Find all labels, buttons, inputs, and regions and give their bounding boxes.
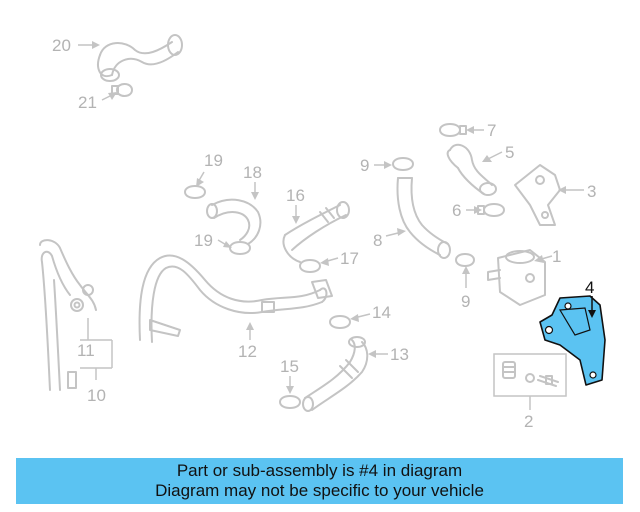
part-3-bracket[interactable] [514, 164, 561, 226]
callout-21: 21 [78, 93, 97, 112]
callout-15: 15 [280, 357, 299, 376]
part-2-fastener-kit[interactable] [493, 353, 567, 397]
callout-20: 20 [52, 36, 71, 55]
callout-9-lower: 9 [461, 292, 470, 311]
part-10-pipe-assembly[interactable] [39, 239, 97, 391]
part-18-hose[interactable] [206, 198, 262, 245]
part-info-banner: Part or sub-assembly is #4 in diagram Di… [16, 458, 623, 504]
banner-line-1: Part or sub-assembly is #4 in diagram [176, 461, 463, 480]
part-15-clamp[interactable] [279, 395, 301, 409]
callout-2: 2 [524, 412, 533, 431]
callout-11: 11 [77, 341, 95, 360]
callout-8: 8 [373, 231, 382, 250]
callout-12: 12 [238, 342, 257, 361]
callout-10: 10 [87, 386, 106, 405]
part-4-bracket[interactable] [539, 295, 606, 386]
part-1-valve[interactable] [487, 249, 546, 306]
callout-13: 13 [390, 345, 409, 364]
part-20-hose[interactable] [97, 34, 183, 82]
banner-line-2: Diagram may not be specific to your vehi… [155, 481, 484, 500]
callout-6: 6 [452, 201, 461, 220]
part-11-sensor[interactable] [70, 298, 84, 312]
part-8-hose[interactable] [396, 177, 451, 259]
part-13-hose[interactable] [302, 336, 369, 412]
callout-16: 16 [286, 186, 305, 205]
part-17-clamp[interactable] [299, 259, 321, 273]
part-7-clamp[interactable] [439, 123, 467, 137]
callout-3: 3 [587, 182, 596, 201]
callout-14: 14 [372, 303, 391, 322]
part-12-pipe[interactable] [138, 254, 333, 343]
part-16-hose[interactable] [282, 201, 350, 263]
callout-9-upper: 9 [360, 156, 369, 175]
callout-1: 1 [552, 247, 561, 266]
part-9-clamp-upper[interactable] [392, 157, 414, 171]
callout-19-upper: 19 [204, 151, 223, 170]
part-19-clamp-lower[interactable] [229, 241, 251, 255]
part-19-clamp-upper[interactable] [184, 185, 206, 199]
callout-19-lower: 19 [194, 231, 213, 250]
callout-4: 4 [585, 278, 594, 297]
callout-7: 7 [487, 121, 496, 140]
callout-18: 18 [243, 163, 262, 182]
callout-5: 5 [505, 143, 514, 162]
part-14-clamp[interactable] [329, 315, 351, 329]
callout-17: 17 [340, 249, 359, 268]
part-5-hose[interactable] [446, 143, 497, 196]
part-9-clamp-lower[interactable] [455, 253, 475, 267]
